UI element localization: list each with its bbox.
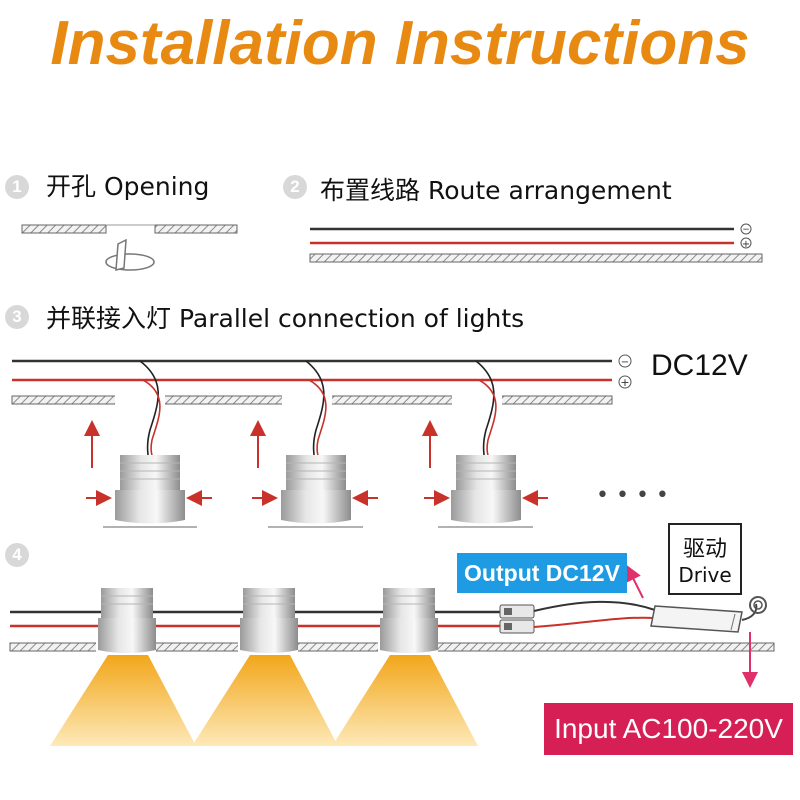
step-1-label: 开孔 Opening — [46, 172, 210, 201]
dc-voltage-label: DC12V — [651, 349, 748, 382]
step-3-negative-sign: − — [621, 357, 629, 368]
wire-connectors — [499, 604, 535, 634]
step-3-positive-sign: + — [620, 376, 629, 389]
step-3-label: 并联接入灯 Parallel connection of lights — [46, 304, 525, 333]
page-title: Installation Instructions — [50, 9, 750, 78]
step-3-light-1 — [84, 360, 212, 528]
step-1-number: 1 — [5, 175, 29, 199]
output-label: Output DC12V — [457, 553, 627, 593]
step-4-number: 4 — [5, 543, 29, 567]
step-3-wiring: − + — [11, 354, 632, 406]
step-4-beams — [50, 655, 478, 746]
step-3-number: 3 — [5, 305, 29, 329]
step-2-negative-sign: − — [742, 225, 750, 235]
step-4-light-2 — [240, 588, 298, 653]
input-label: Input AC100-220V — [544, 703, 793, 755]
step-2-number: 2 — [283, 175, 307, 199]
output-arrow — [626, 564, 644, 599]
continuation-dots: • • • • — [596, 483, 669, 508]
drive-label-cn: 驱动 — [682, 537, 727, 562]
step-2-label: 布置线路 Route arrangement — [320, 176, 672, 205]
drive-label-box: 驱动 Drive — [668, 523, 742, 595]
drive-label-en: Drive — [678, 563, 732, 587]
step-4-light-1 — [98, 588, 156, 653]
step-3-light-2 — [250, 360, 378, 528]
driver-unit — [533, 596, 767, 633]
step-1-ceiling — [21, 224, 238, 271]
step-2-route: − + — [309, 223, 763, 263]
step-2-positive-sign: + — [742, 239, 750, 250]
step-3-light-3 — [422, 360, 548, 528]
step-4-light-3 — [380, 588, 438, 653]
